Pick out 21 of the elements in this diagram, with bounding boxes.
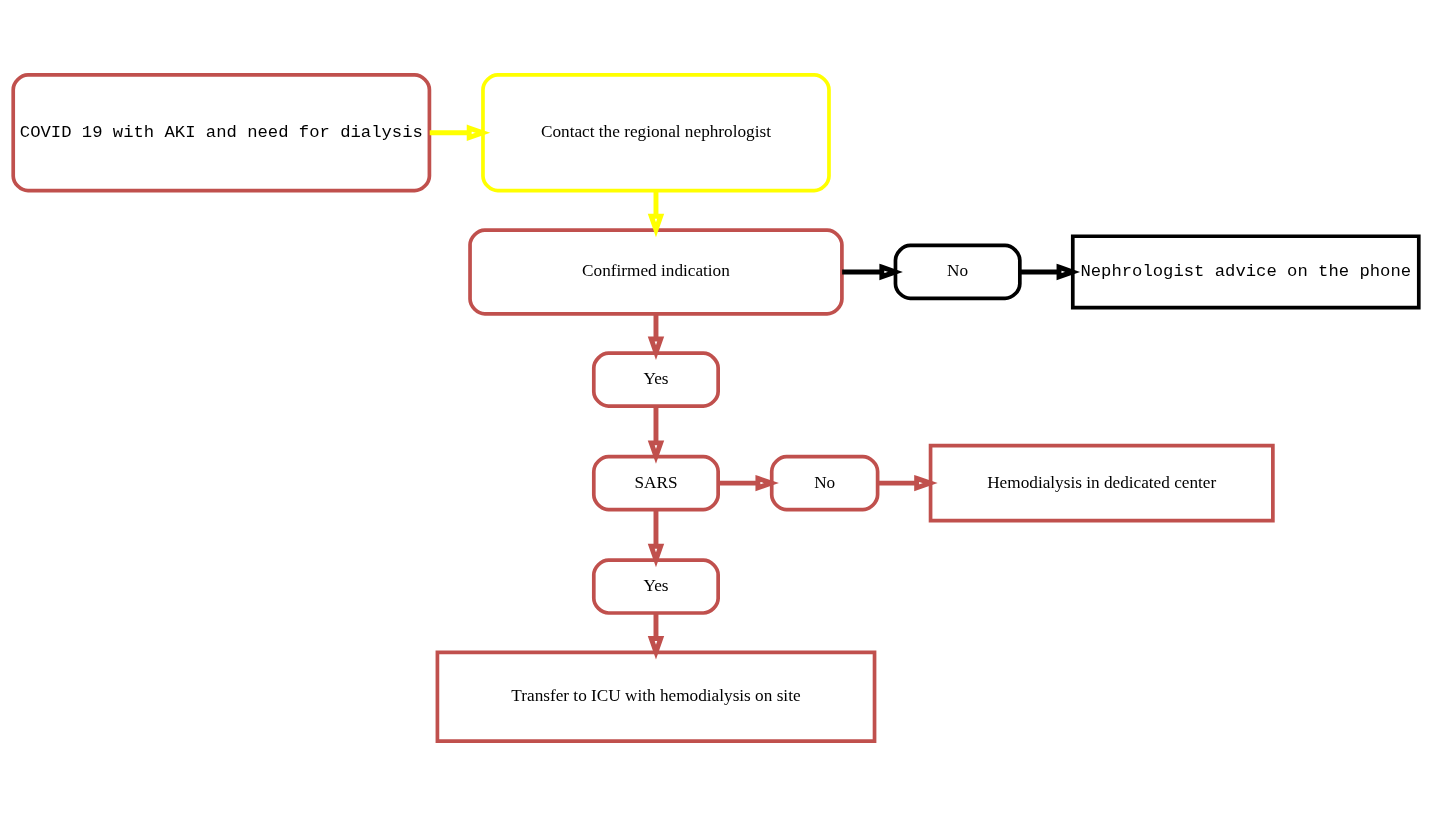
- arrow: [842, 263, 903, 281]
- node-box: No: [893, 243, 1022, 301]
- arrow: [647, 406, 665, 464]
- arrow: [647, 314, 665, 361]
- node-box: COVID 19 with AKI and need for dialysis: [11, 73, 432, 193]
- node-box: Nephrologist advice on the phone: [1070, 234, 1421, 310]
- arrow: [877, 474, 938, 492]
- node-box: Yes: [591, 558, 720, 615]
- node-box: SARS: [591, 454, 720, 512]
- node-box: Confirmed indication: [468, 228, 844, 316]
- node-box: Yes: [591, 351, 720, 408]
- arrow: [429, 124, 491, 141]
- arrow: [718, 474, 779, 492]
- arrow: [1020, 263, 1081, 281]
- node-box: Hemodialysis in dedicated center: [928, 443, 1275, 523]
- node-box: Transfer to ICU with hemodialysis on site: [435, 650, 877, 743]
- arrow: [647, 190, 665, 238]
- node-box: Contact the regional nephrologist: [481, 73, 831, 193]
- node-box: No: [769, 454, 880, 512]
- arrow: [647, 509, 665, 568]
- arrow: [647, 613, 665, 660]
